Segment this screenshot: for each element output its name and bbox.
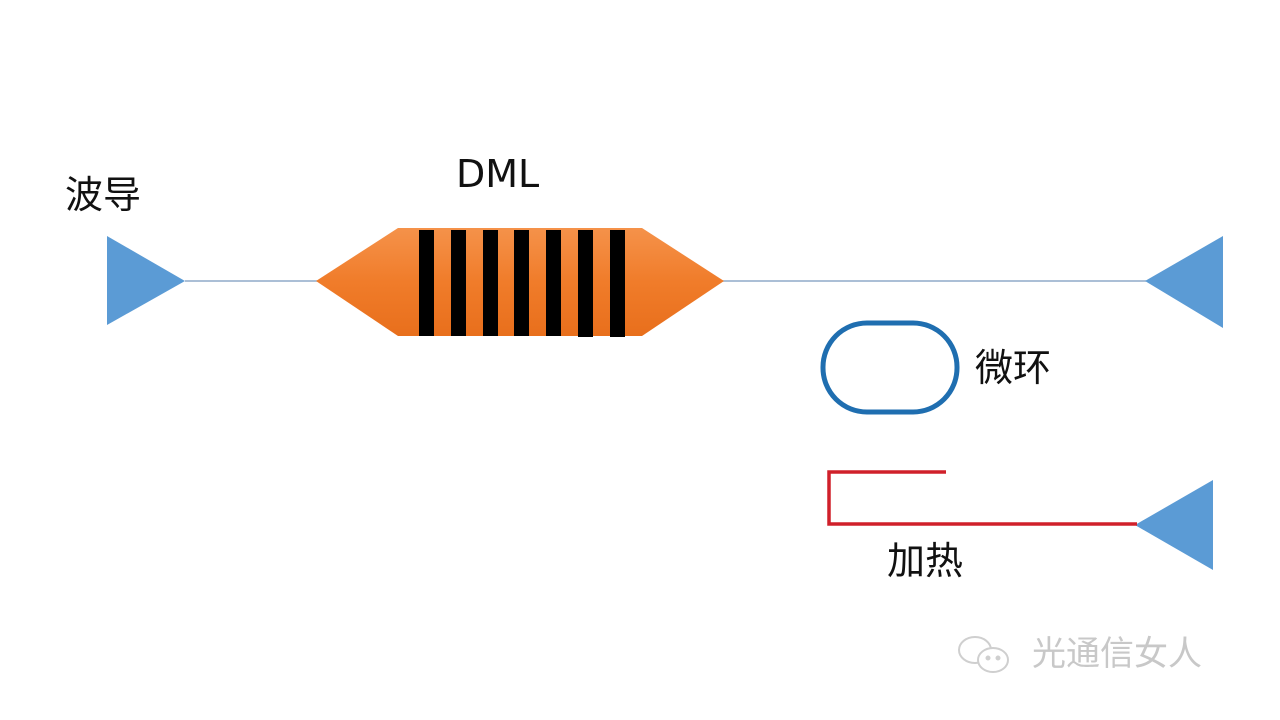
heater-pad-triangle <box>1135 480 1213 570</box>
grating-bar <box>451 230 466 336</box>
waveguide-label: 波导 <box>65 173 142 217</box>
grating-bar <box>483 230 498 336</box>
watermark-text: 光通信女人 <box>1032 634 1202 674</box>
microring-label: 微环 <box>975 346 1052 390</box>
dml-label: DML <box>456 152 540 196</box>
heater-wire <box>827 470 1137 526</box>
grating-bar <box>610 230 625 337</box>
wechat-icon <box>958 636 1009 673</box>
heater-label: 加热 <box>887 539 964 583</box>
grating-bar <box>546 230 561 336</box>
grating-bar <box>578 230 593 337</box>
microring <box>820 320 960 415</box>
grating-bar <box>419 230 434 336</box>
grating-bar <box>514 230 529 336</box>
output-coupler-triangle <box>1145 236 1223 328</box>
input-coupler-triangle <box>107 236 185 325</box>
dml-grating <box>419 230 625 337</box>
